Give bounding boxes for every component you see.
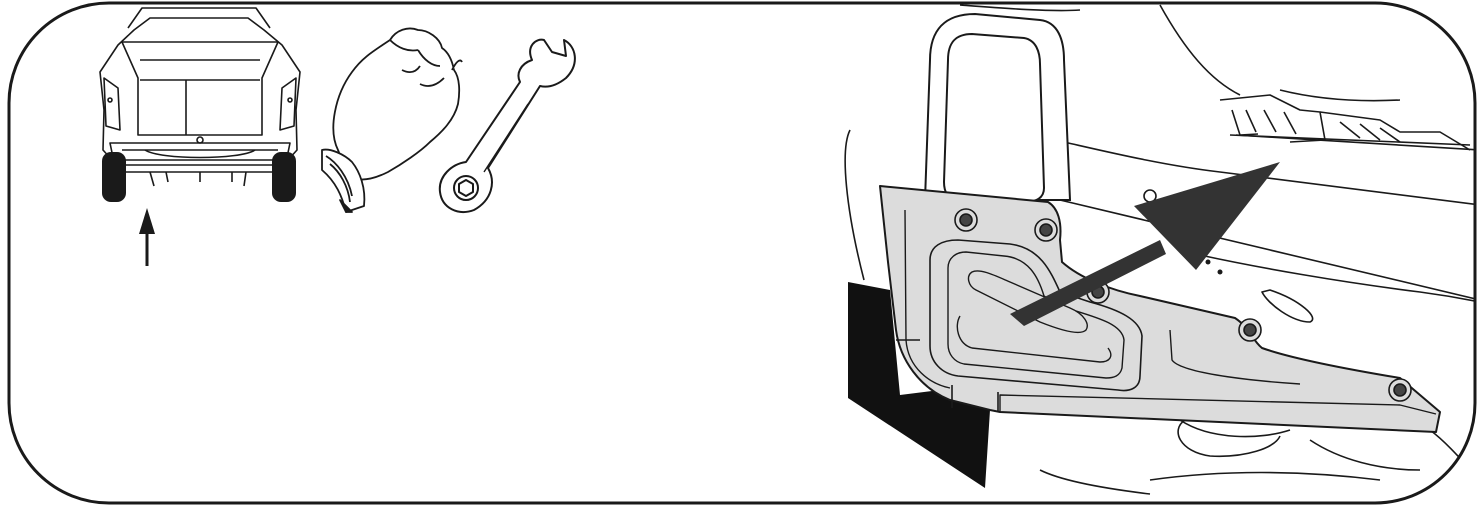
bolt-icon xyxy=(1034,218,1058,242)
diagonal-arrow-icon xyxy=(1010,162,1280,326)
glove-icon xyxy=(321,27,463,213)
car-wheel-left xyxy=(102,152,126,202)
bolt-icon xyxy=(1388,378,1412,402)
dark-underbody-mass xyxy=(848,282,990,488)
up-arrow-icon xyxy=(139,208,155,266)
seat-back xyxy=(923,12,1072,204)
wrench-icon xyxy=(438,38,576,213)
car-wheel-right xyxy=(272,152,296,202)
bolt-icon xyxy=(1238,318,1262,342)
panel-frame xyxy=(7,1,1477,505)
shield-bolts xyxy=(954,189,1412,402)
bolt-icon xyxy=(954,208,978,232)
rear-underbody-shield-icon xyxy=(844,4,1475,495)
